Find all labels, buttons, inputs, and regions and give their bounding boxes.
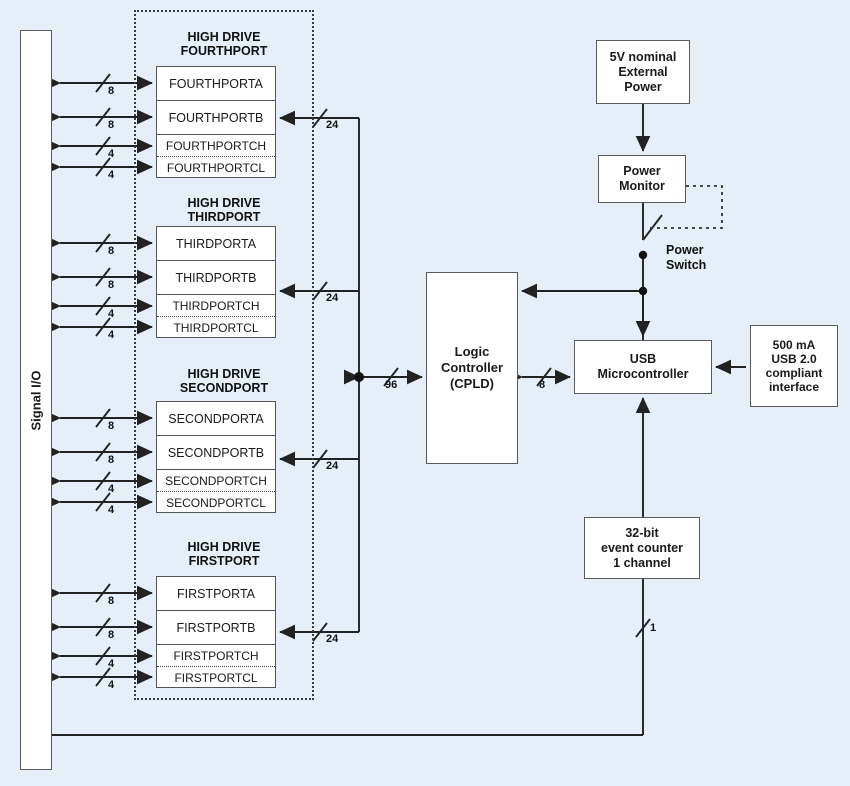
- bus-width-secondportb: 8: [108, 454, 115, 466]
- bus-width-fourthportb: 8: [108, 119, 115, 131]
- group-title-thirdport: HIGH DRIVE THIRDPORT: [187, 196, 261, 224]
- bus-width-firstportcl: 4: [108, 679, 115, 691]
- bus-width-counter-1: 1: [650, 622, 657, 634]
- bus-width-firstportch: 4: [108, 658, 115, 670]
- signal-io-label: Signal I/O: [28, 370, 44, 430]
- port-row-thirdportch: THIRDPORTCH: [157, 295, 275, 317]
- high-drive-enclosure: [134, 10, 314, 700]
- bus-width-cpld-usb-8: 8: [539, 379, 546, 391]
- port-row-firstportch: FIRSTPORTCH: [157, 645, 275, 667]
- group-title-firstport: HIGH DRIVE FIRSTPORT: [187, 540, 261, 568]
- event-counter-block: 32-bit event counter 1 channel: [584, 517, 700, 579]
- bus-width-thirdportch: 4: [108, 308, 115, 320]
- bus-width-main-96: 96: [385, 379, 398, 391]
- logic-controller-cpld-block: Logic Controller (CPLD): [426, 272, 518, 464]
- port-row-secondportcl: SECONDPORTCL: [166, 496, 266, 510]
- port-row-fourthportch: FOURTHPORTCH: [157, 135, 275, 157]
- bus-width-thirdporta: 8: [108, 245, 115, 257]
- port-row-secondportch: SECONDPORTCH: [157, 470, 275, 492]
- bus-width-secondporta: 8: [108, 420, 115, 432]
- external-power-block: 5V nominal External Power: [596, 40, 690, 104]
- group-title-secondport: HIGH DRIVE SECONDPORT: [179, 367, 269, 395]
- bus-width-secondportch: 4: [108, 483, 115, 495]
- bus-width-fourthportcl: 4: [108, 169, 115, 181]
- portbox-firstport: FIRSTPORTA FIRSTPORTB FIRSTPORTCH FIRSTP…: [156, 576, 276, 688]
- port-row-thirdportb: THIRDPORTB: [157, 261, 275, 295]
- bus-width-fourthportch: 4: [108, 148, 115, 160]
- portbox-secondport: SECONDPORTA SECONDPORTB SECONDPORTCH SEC…: [156, 401, 276, 513]
- port-row-fourthportcl: FOURTHPORTCL: [166, 161, 266, 175]
- group-title-fourthport: HIGH DRIVE FOURTHPORT: [180, 30, 268, 58]
- power-monitor-block: Power Monitor: [598, 155, 686, 203]
- port-row-firstporta: FIRSTPORTA: [157, 577, 275, 611]
- bus-width-firstporta: 8: [108, 595, 115, 607]
- port-row-thirdporta: THIRDPORTA: [157, 227, 275, 261]
- bus-width-fourthporta: 8: [108, 85, 115, 97]
- portbox-thirdport: THIRDPORTA THIRDPORTB THIRDPORTCH THIRDP…: [156, 226, 276, 338]
- bus-width-thirdportb: 8: [108, 279, 115, 291]
- port-row-firstportb: FIRSTPORTB: [157, 611, 275, 645]
- usb-microcontroller-block: USB Microcontroller: [574, 340, 712, 394]
- port-row-fourthportb: FOURTHPORTB: [157, 101, 275, 135]
- bus-width-thirdport-24: 24: [326, 292, 339, 304]
- port-row-secondportb: SECONDPORTB: [157, 436, 275, 470]
- port-row-firstportcl: FIRSTPORTCL: [174, 671, 258, 685]
- power-switch-label: Power Switch: [666, 243, 707, 272]
- bus-width-thirdportcl: 4: [108, 329, 115, 341]
- bus-width-secondportcl: 4: [108, 504, 115, 516]
- usb-interface-block: 500 mA USB 2.0 compliant interface: [750, 325, 838, 407]
- bus-width-fourthport-24: 24: [326, 119, 339, 131]
- bus-width-firstport-24: 24: [326, 633, 339, 645]
- portbox-fourthport: FOURTHPORTA FOURTHPORTB FOURTHPORTCH FOU…: [156, 66, 276, 178]
- port-row-fourthporta: FOURTHPORTA: [157, 67, 275, 101]
- port-row-thirdportcl: THIRDPORTCL: [173, 321, 259, 335]
- bus-width-firstportb: 8: [108, 629, 115, 641]
- port-row-secondporta: SECONDPORTA: [157, 402, 275, 436]
- signal-io-bar: Signal I/O: [20, 30, 52, 770]
- bus-width-secondport-24: 24: [326, 460, 339, 472]
